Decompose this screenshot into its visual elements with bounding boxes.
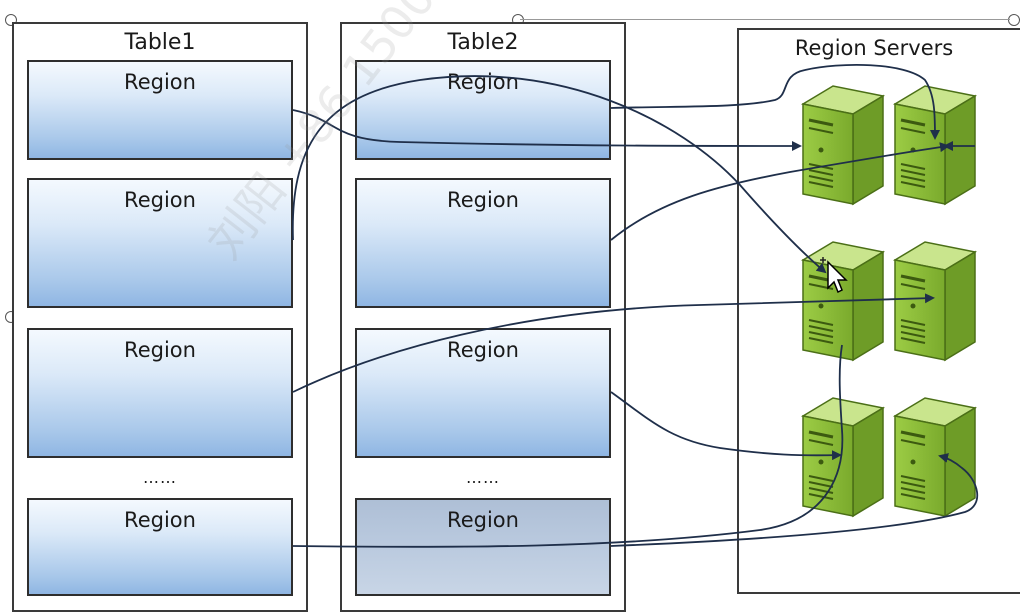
arrow-t2r1-to-server2 xyxy=(610,63,940,140)
region-label: Region xyxy=(124,70,196,94)
table1-region-3[interactable]: Region xyxy=(27,328,293,458)
region-server-icon-1 xyxy=(801,84,885,206)
table2-title: Table2 xyxy=(447,30,519,55)
region-label: Region xyxy=(447,508,519,532)
arrow-t2r4-to-server6 xyxy=(610,453,979,547)
table1-title: Table1 xyxy=(124,30,196,55)
table1-region-2[interactable]: Region xyxy=(27,178,293,308)
table1-region-1[interactable]: Region xyxy=(27,60,293,160)
table2-region-2[interactable]: Region xyxy=(355,178,611,308)
region-server-icon-6 xyxy=(893,396,977,518)
arrow-t2r3-to-server5 xyxy=(610,391,842,461)
region-servers-title: Region Servers xyxy=(794,36,954,60)
arrow-t1r3-to-server4 xyxy=(292,293,935,393)
selection-border-top xyxy=(520,19,1010,20)
table1-region-4[interactable]: Region xyxy=(27,498,293,596)
region-server-icon-2 xyxy=(893,84,977,206)
region-label: Region xyxy=(447,338,519,362)
table1-ellipsis: …… xyxy=(143,468,177,487)
arrow-t1r2-to-server3 xyxy=(291,75,827,274)
table2-ellipsis: …… xyxy=(466,468,500,487)
arrow-t1r4-to-server3 xyxy=(292,344,844,548)
region-label: Region xyxy=(124,338,196,362)
region-label: Region xyxy=(124,508,196,532)
region-server-icon-5 xyxy=(801,396,885,518)
mouse-cursor-icon xyxy=(820,257,848,294)
region-label: Region xyxy=(124,188,196,212)
arrow-t2r2-to-server2 xyxy=(610,142,950,241)
arrow-t1r1-to-server1 xyxy=(292,109,802,151)
region-server-icon-4 xyxy=(893,240,977,362)
region-label: Region xyxy=(447,70,519,94)
region-label: Region xyxy=(447,188,519,212)
